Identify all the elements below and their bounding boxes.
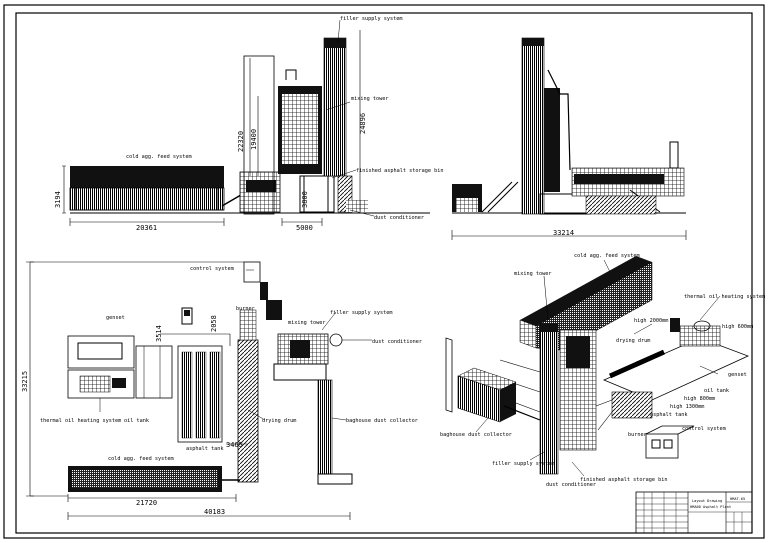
label-baghouse-iso: baghouse dust collector <box>440 432 512 438</box>
front-elevation-view <box>451 37 687 240</box>
drying-drum-plan <box>237 339 259 483</box>
cold-agg-feeder-body <box>70 166 224 188</box>
dim-3465: 3465 <box>226 441 243 449</box>
label-thermal-oil-iso: thermal oil heating system <box>684 294 765 300</box>
label-cold-agg-iso: cold agg. feed system <box>574 253 640 259</box>
thermal-oil-iso <box>679 325 721 347</box>
label-oil-tank-plan: oil tank <box>124 418 150 424</box>
genset-plan <box>67 335 135 369</box>
dim-33214: 33214 <box>553 229 574 237</box>
label-cold-agg-plan: cold agg. feed system <box>108 456 174 462</box>
label-thermal-oil-plan: thermal oil heating system <box>40 418 121 424</box>
mixing-tower-front <box>521 37 545 215</box>
dim-33215: 33215 <box>21 371 29 392</box>
dim-22320: 22320 <box>237 131 245 152</box>
label-oil-tank-iso: oil tank <box>704 388 730 394</box>
label-high-800-iso: high 800mm <box>684 396 715 402</box>
dim-3514: 3514 <box>155 325 163 342</box>
isometric-view <box>445 256 750 477</box>
title-block-drawing-no: HMAT-65 <box>730 497 745 501</box>
label-high-2000-iso: high 2000mm <box>634 318 668 324</box>
label-burner-plan: burner <box>236 306 255 312</box>
side-elevation-view <box>62 19 430 226</box>
dim-40183: 40183 <box>204 508 225 516</box>
label-high-1300-iso: high 1300mm <box>670 404 704 410</box>
label-dust-conditioner-plan: dust conditioner <box>372 339 422 345</box>
label-high-600-iso: high 600mm <box>722 324 753 330</box>
baghouse-plan <box>317 379 333 475</box>
label-filler-supply-plan: filler supply system <box>330 310 392 316</box>
dim-19400: 19400 <box>250 129 258 150</box>
label-dust-conditioner-iso: dust conditioner <box>546 482 596 488</box>
label-filler-supply-side: filler supply system <box>340 16 402 22</box>
label-cold-agg-side: cold agg. feed system <box>126 154 192 160</box>
oil-tank-plan <box>135 345 173 399</box>
asphalt-tank-plan <box>177 345 223 443</box>
dim-20361: 20361 <box>136 224 157 232</box>
label-genset-iso: genset <box>728 372 747 378</box>
label-control-system-iso: control system <box>682 426 726 432</box>
label-storage-bin-side: finished asphalt storage bin <box>356 168 443 174</box>
dim-3800: 3800 <box>301 191 309 208</box>
dim-24896: 24896 <box>359 113 367 134</box>
label-genset-plan: genset <box>106 315 125 321</box>
mixing-tower-iso <box>539 323 559 475</box>
label-asphalt-tank-iso: asphalt tank <box>650 412 688 418</box>
thermal-oil-plan <box>67 369 135 399</box>
dim-3194: 3194 <box>54 191 62 208</box>
label-storage-bin-iso: finished asphalt storage bin <box>580 477 667 483</box>
label-mixing-tower-iso: mixing tower <box>514 271 551 277</box>
inner-frame <box>15 12 753 534</box>
label-filler-supply-iso: filler supply system <box>492 461 554 467</box>
title-block-plant-name: HMA60 Asphalt Plant <box>690 505 731 509</box>
dim-21720: 21720 <box>136 499 157 507</box>
label-mixing-tower-plan: mixing tower <box>288 320 325 326</box>
label-mixing-tower-side: mixing tower <box>351 96 388 102</box>
plan-view <box>26 261 372 520</box>
label-burner-iso: burner <box>628 432 647 438</box>
dim-2058: 2058 <box>210 315 218 332</box>
label-drying-drum-plan: drying drum <box>262 418 296 424</box>
dim-5000: 5000 <box>296 224 313 232</box>
control-system-iso <box>645 433 679 459</box>
outer-frame <box>3 4 765 539</box>
label-baghouse-plan: baghouse dust collector <box>346 418 418 424</box>
label-control-system-plan: control system <box>190 266 234 272</box>
title-block-drawing-title: Layout Drawing <box>692 499 722 503</box>
label-drying-drum-iso: drying drum <box>616 338 650 344</box>
title-block <box>635 491 753 534</box>
label-asphalt-tank-plan: asphalt tank <box>186 446 224 452</box>
label-dust-conditioner-side: dust conditioner <box>374 215 424 221</box>
